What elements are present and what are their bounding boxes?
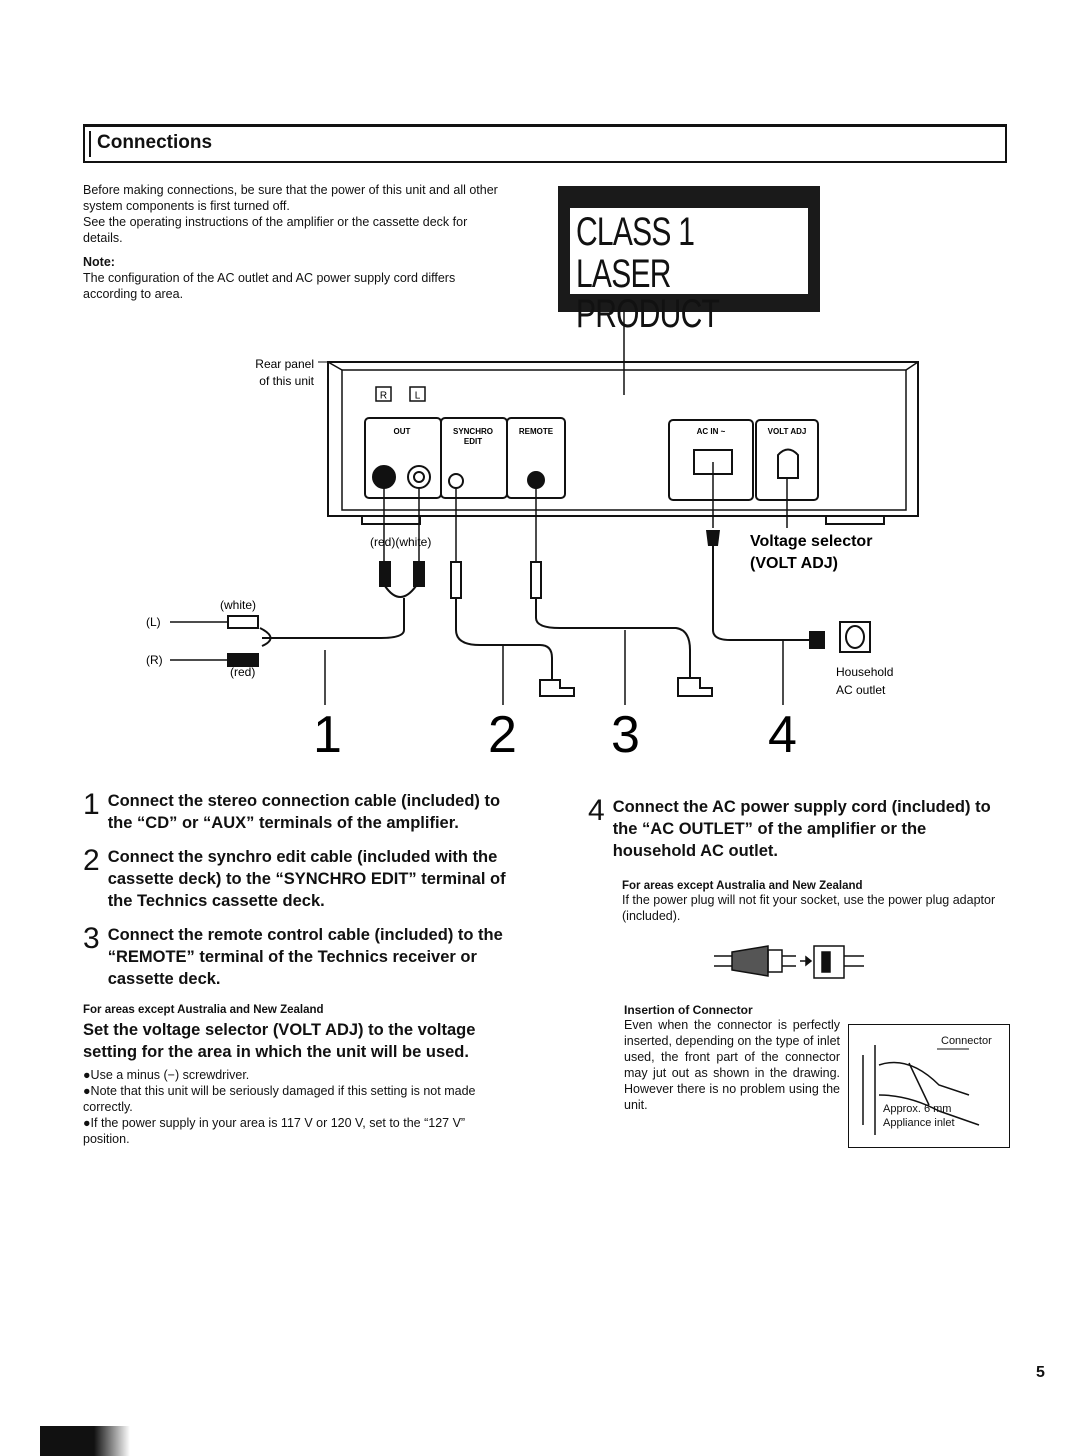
intro-paragraph-1: Before making connections, be sure that … [83, 183, 498, 213]
out-label: OUT [394, 427, 411, 436]
diagram-number-1: 1 [313, 706, 342, 764]
plug-text: If the power plug will not fit your sock… [622, 893, 996, 923]
plug-adaptor-drawing [714, 945, 864, 979]
insertion-title: Insertion of Connector [624, 1003, 753, 1017]
step-2-number: 2 [83, 844, 100, 877]
step-3: 3 Connect the remote control cable (incl… [83, 924, 507, 990]
intro-text: Before making connections, be sure that … [83, 182, 507, 302]
household-label: Household [836, 665, 893, 679]
voltage-bullet-2: ●Note that this unit will be seriously d… [83, 1084, 476, 1114]
steps-left: 1 Connect the stereo connection cable (i… [83, 790, 507, 1147]
diagram-number-2: 2 [488, 706, 517, 764]
approx-label: Approx. 6 mm [883, 1103, 952, 1115]
panel-outer [327, 361, 919, 517]
voltage-heading: Set the voltage selector (VOLT ADJ) to t… [83, 1021, 476, 1061]
step-1: 1 Connect the stereo connection cable (i… [83, 790, 507, 834]
remote-connector [677, 677, 713, 697]
connector-illustration: Connector Approx. 6 mm Appliance inlet [848, 1024, 1010, 1148]
step-4-text: Connect the AC power supply cord (includ… [612, 798, 991, 860]
volt-switch [777, 448, 799, 479]
white-label: (white) [220, 598, 256, 612]
diagram-number-4: 4 [768, 706, 797, 764]
red-label: (red) [230, 665, 255, 679]
power-plug [809, 631, 825, 649]
laser-class: CLASS 1 [576, 210, 695, 254]
page-number: 5 [1036, 1364, 1045, 1381]
jack-remote [527, 471, 545, 489]
plug-remote [530, 561, 542, 599]
step-2: 2 Connect the synchro edit cable (includ… [83, 846, 507, 912]
power-cord [712, 542, 810, 641]
intro-paragraph-2: See the operating instructions of the am… [83, 215, 468, 245]
ac-outlet-label: AC outlet [836, 683, 886, 697]
synchro-label: SYNCHRO [453, 427, 493, 436]
section-header: Connections [83, 124, 1007, 163]
synchro-connector [539, 679, 575, 697]
step-4-number: 4 [588, 794, 605, 827]
volt-adj-label: VOLT ADJ [768, 427, 807, 436]
laser-product: LASER PRODUCT [576, 252, 720, 336]
section-title: Connections [97, 132, 213, 153]
stereo-cable-y [384, 585, 417, 598]
plug-white [413, 561, 425, 587]
step-3-number: 3 [83, 922, 100, 955]
laser-label-inner: CLASS 1 LASER PRODUCT [570, 208, 808, 334]
foot-right [825, 516, 885, 525]
volt-adj-paren-label: (VOLT ADJ) [750, 555, 838, 572]
note-text: The configuration of the AC outlet and A… [83, 271, 456, 301]
rear-panel-label: Rear panel [255, 357, 314, 371]
plug-r [227, 653, 259, 667]
jack-synchro [448, 473, 464, 489]
scan-artifact [40, 1426, 130, 1456]
stereo-cable [262, 598, 405, 639]
rear-panel-diagram: R L OUT SYNCHRO EDIT REMOTE AC IN ~ VOLT… [146, 310, 919, 764]
voltage-area-note: For areas except Australia and New Zeala… [83, 1004, 324, 1016]
voltage-bullet-3: ●If the power supply in your area is 117… [83, 1116, 466, 1146]
remote-cable [535, 598, 691, 678]
plug-red [379, 561, 391, 587]
r-badge: R [380, 391, 387, 402]
note-label: Note: [83, 255, 115, 269]
remote-label: REMOTE [519, 427, 554, 436]
voltage-selector-label: Voltage selector [750, 533, 872, 550]
edit-label: EDIT [464, 437, 482, 446]
steps-right: 4 Connect the AC power supply cord (incl… [588, 796, 1008, 924]
l-label: (L) [146, 615, 161, 629]
step-3-text: Connect the remote control cable (includ… [107, 926, 503, 988]
header-accent-bar [89, 131, 91, 157]
connector-label: Connector [941, 1035, 992, 1047]
l-badge: L [415, 391, 421, 402]
r-label: (R) [146, 653, 163, 667]
ac-in-label: AC IN ~ [697, 427, 726, 436]
household-outlet [839, 621, 871, 653]
insertion-section: Insertion of Connector Even when the con… [624, 1003, 840, 1113]
diagram-number-3: 3 [611, 706, 640, 764]
ac-in-box [668, 419, 754, 501]
inlet-label: Appliance inlet [883, 1117, 955, 1129]
rear-panel-label-2: of this unit [259, 374, 314, 388]
voltage-bullet-1: ●Use a minus (−) screwdriver. [83, 1068, 250, 1082]
jack-out-r [372, 465, 396, 489]
step-2-text: Connect the synchro edit cable (included… [107, 848, 506, 910]
plug-synchro [450, 561, 462, 599]
plug-area-note: For areas except Australia and New Zeala… [622, 880, 863, 892]
step-1-number: 1 [83, 788, 100, 821]
foot-left [361, 516, 421, 525]
step-1-text: Connect the stereo connection cable (inc… [107, 792, 501, 832]
jack-out-l [407, 465, 431, 489]
step-4: 4 Connect the AC power supply cord (incl… [588, 796, 1008, 862]
insertion-text: Even when the connector is perfectly ins… [624, 1018, 840, 1112]
synchro-cable [455, 598, 553, 680]
plug-l [227, 615, 259, 629]
panel-inner [341, 369, 907, 511]
red-white-label: (red)(white) [370, 535, 431, 549]
laser-label: CLASS 1 LASER PRODUCT [558, 186, 820, 334]
